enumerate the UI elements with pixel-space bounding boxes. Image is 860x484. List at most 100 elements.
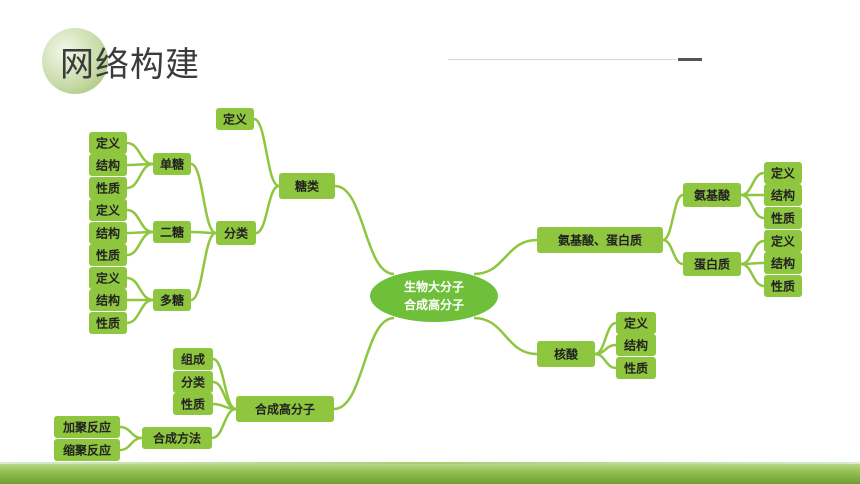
node-label-n-str: 结构: [624, 338, 648, 353]
connector-aminoprotein-amino: [662, 193, 684, 242]
connector-dantang-d_prop: [126, 162, 154, 190]
connector-dantang-d_def: [126, 141, 154, 166]
center-node: [370, 270, 498, 322]
connector-amino-a_prop: [740, 193, 765, 220]
node-box-m-def: [89, 267, 127, 289]
node-box-synth-poly: [236, 396, 334, 422]
node-label-p-str: 结构: [771, 256, 795, 271]
node-label-m-str: 结构: [96, 293, 120, 308]
node-label-dantang: 单糖: [160, 157, 184, 172]
node-label-tang-def: 定义: [223, 112, 248, 127]
node-box-m-prop: [89, 312, 127, 334]
node-box-suoju: [54, 439, 120, 461]
connector-amino-a_def: [740, 171, 765, 197]
connector-center-nucleic: [473, 316, 538, 356]
node-box-s-fenlei: [173, 371, 213, 393]
node-label-p-def: 定义: [771, 234, 796, 249]
connector-protein-p_prop: [740, 262, 765, 288]
connector-center-aminoprotein: [473, 238, 538, 276]
node-box-synth-method: [142, 427, 212, 449]
node-label-d-prop: 性质: [95, 181, 120, 196]
connector-fenlei-dantang: [190, 162, 217, 235]
connector-method-jiaju: [119, 425, 143, 440]
connector-protein-p_def: [740, 239, 765, 266]
node-box-a-def: [764, 162, 802, 184]
connector-method-suoju: [119, 436, 143, 452]
connector-center-tang: [334, 184, 395, 276]
node-label-p-prop: 性质: [770, 279, 795, 294]
node-label-synth-method: 合成方法: [153, 431, 201, 446]
node-label-n-def: 定义: [624, 316, 649, 331]
node-box-n-prop: [616, 357, 656, 379]
node-box-a-str: [764, 184, 802, 206]
center-node-label-2: 合成高分子: [404, 297, 464, 312]
node-label-a-prop: 性质: [770, 211, 795, 226]
footer-highlight: [0, 462, 860, 465]
node-box-n-def: [616, 312, 656, 334]
header-divider-line: [448, 59, 676, 60]
node-label-e-def: 定义: [96, 203, 121, 218]
header-dash-mark: [678, 58, 702, 61]
node-box-p-def: [764, 230, 802, 252]
node-label-e-str: 结构: [96, 226, 120, 241]
node-label-amino-protein: 氨基酸、蛋白质: [558, 233, 642, 248]
connector-fenlei-ertang: [190, 230, 217, 235]
center-node-label-1: 生物大分子: [404, 279, 464, 294]
node-label-jiaju: 加聚反应: [62, 420, 111, 435]
node-label-duotang: 多糖: [160, 293, 184, 308]
connector-aminoprotein-protein: [662, 238, 684, 266]
node-label-e-prop: 性质: [95, 248, 120, 263]
connector-nucleic-n_prop: [594, 352, 617, 370]
node-label-fenlei: 分类: [224, 226, 249, 241]
node-box-jiaju: [54, 416, 120, 438]
node-box-tang-def: [216, 108, 254, 130]
node-label-m-prop: 性质: [95, 316, 120, 331]
node-label-d-str: 结构: [96, 158, 120, 173]
connector-tang-def: [253, 117, 280, 188]
connector-tang-fenlei: [255, 184, 280, 235]
node-label-m-def: 定义: [96, 271, 121, 286]
node-label-a-def: 定义: [771, 166, 796, 181]
node-label-s-fenlei: 分类: [181, 375, 206, 390]
connector-duotang-m_def: [126, 276, 154, 302]
node-box-d-str: [89, 154, 127, 176]
node-label-ertang: 二糖: [160, 225, 184, 240]
connector-duotang-m_prop: [126, 298, 154, 325]
header-decoration-circle: [42, 28, 108, 94]
node-box-duotang: [153, 289, 191, 311]
node-box-tang: [279, 173, 335, 199]
node-box-fenlei: [216, 221, 256, 245]
node-box-p-prop: [764, 275, 802, 297]
node-label-d-def: 定义: [96, 136, 121, 151]
node-label-s-xingzhi: 性质: [180, 397, 205, 412]
page-title: 网络构建: [60, 45, 200, 85]
connector-ertang-e_def: [126, 208, 154, 234]
node-box-s-xingzhi: [173, 393, 213, 415]
node-label-n-prop: 性质: [623, 361, 648, 376]
connector-synthpoly-method: [211, 407, 237, 440]
node-box-dantang: [153, 153, 191, 175]
node-box-protein: [683, 252, 741, 276]
node-label-a-str: 结构: [771, 188, 795, 203]
connector-fenlei-duotang: [190, 231, 217, 302]
node-label-synth-poly: 合成高分子: [255, 402, 315, 417]
connector-ertang-e_prop: [126, 230, 154, 257]
node-box-e-def: [89, 199, 127, 221]
node-label-zucheng: 组成: [181, 352, 205, 367]
node-box-m-str: [89, 289, 127, 311]
node-box-zucheng: [173, 348, 213, 370]
node-box-e-str: [89, 222, 127, 244]
node-box-amino-protein: [537, 227, 663, 253]
node-box-e-prop: [89, 244, 127, 266]
node-label-protein: 蛋白质: [694, 257, 730, 272]
connector-center-synthpoly: [333, 316, 395, 411]
node-box-n-str: [616, 334, 656, 356]
node-label-nucleic: 核酸: [554, 347, 579, 362]
node-box-d-def: [89, 132, 127, 154]
node-layer: 生物大分子合成高分子糖类定义分类单糖二糖多糖定义结构性质定义结构性质定义结构性质…: [54, 108, 802, 461]
node-label-amino: 氨基酸: [694, 188, 731, 203]
connector-lines: [119, 117, 765, 452]
node-box-nucleic: [537, 341, 595, 367]
node-box-a-prop: [764, 207, 802, 229]
